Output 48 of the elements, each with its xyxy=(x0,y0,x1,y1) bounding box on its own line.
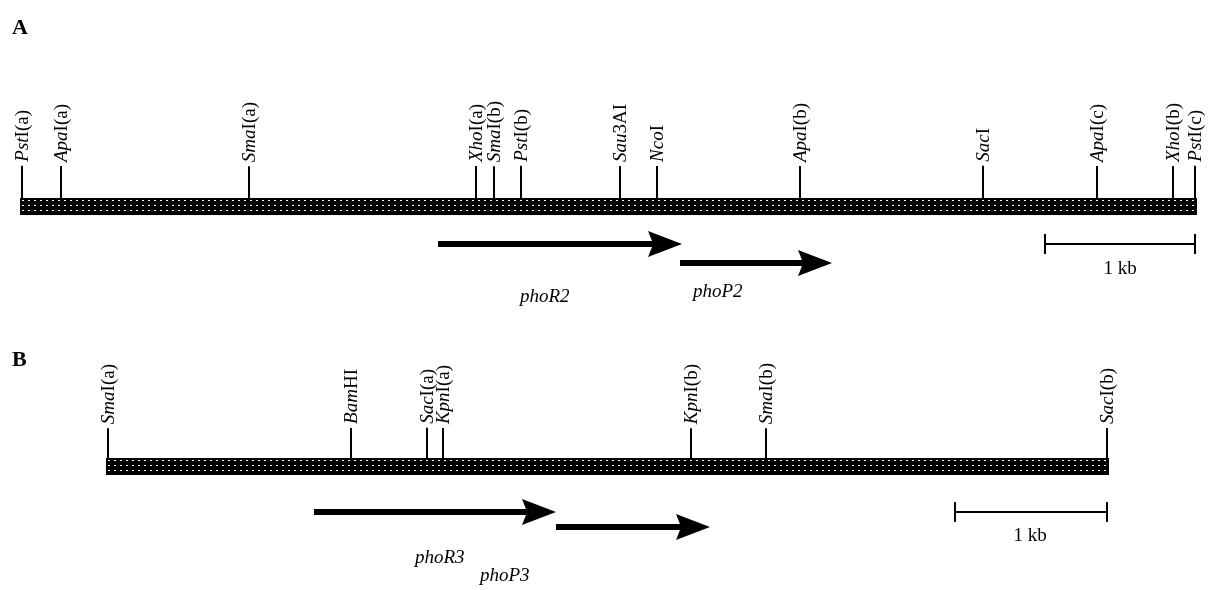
restriction-site-label: XhoI(b) xyxy=(1163,103,1183,163)
restriction-site-label: ApaI(c) xyxy=(1087,104,1107,163)
leader-line xyxy=(1106,426,1108,459)
restriction-site-label: XhoI(a) xyxy=(466,104,486,163)
scale-label: 1 kb xyxy=(1103,257,1137,279)
gene-name: phoR2 xyxy=(520,285,570,307)
leader-line xyxy=(442,427,444,459)
scale-label: 1 kb xyxy=(1013,524,1047,546)
dna-bar xyxy=(20,198,1197,215)
gene-name: phoP2 xyxy=(693,280,743,302)
leader-line xyxy=(765,427,767,459)
leader-line xyxy=(426,426,428,459)
leader-line xyxy=(1194,164,1196,199)
restriction-site-label: PstI(b) xyxy=(511,109,531,162)
panel-letter: A xyxy=(12,14,28,40)
leader-line xyxy=(520,164,522,199)
restriction-site-label: ApaI(b) xyxy=(790,103,810,163)
restriction-site-label: ApaI(a) xyxy=(51,104,71,163)
leader-line xyxy=(21,164,23,199)
restriction-site-label: SmaI(a) xyxy=(239,102,259,163)
restriction-site-label: PstI(a) xyxy=(12,110,32,162)
restriction-site-label: NcoI xyxy=(647,125,667,162)
restriction-site-label: SmaI(b) xyxy=(756,363,776,425)
leader-line xyxy=(248,165,250,199)
gene-name: phoP3 xyxy=(480,564,530,586)
panel-letter: B xyxy=(12,346,27,372)
leader-line xyxy=(1096,165,1098,199)
leader-line xyxy=(493,165,495,199)
restriction-site-label: SacI xyxy=(973,128,993,162)
restriction-site-label: PstI(c) xyxy=(1185,110,1205,162)
leader-line xyxy=(475,165,477,199)
restriction-site-label: SacI(a) xyxy=(417,369,437,424)
leader-line xyxy=(982,164,984,199)
restriction-site-label: BamHI xyxy=(341,369,361,424)
leader-line xyxy=(60,165,62,199)
leader-line xyxy=(799,165,801,199)
leader-line xyxy=(350,426,352,459)
leader-line xyxy=(619,165,621,199)
restriction-site-label: KpnI(b) xyxy=(681,364,701,425)
leader-line xyxy=(656,164,658,199)
gene-name: phoR3 xyxy=(415,546,465,568)
leader-line xyxy=(690,427,692,459)
restriction-site-label: SacI(b) xyxy=(1097,368,1117,424)
leader-line xyxy=(1172,165,1174,199)
restriction-site-label: SmaI(a) xyxy=(98,364,118,425)
dna-bar xyxy=(106,458,1109,475)
restriction-site-label: Sau3AI xyxy=(610,104,630,163)
leader-line xyxy=(107,427,109,459)
